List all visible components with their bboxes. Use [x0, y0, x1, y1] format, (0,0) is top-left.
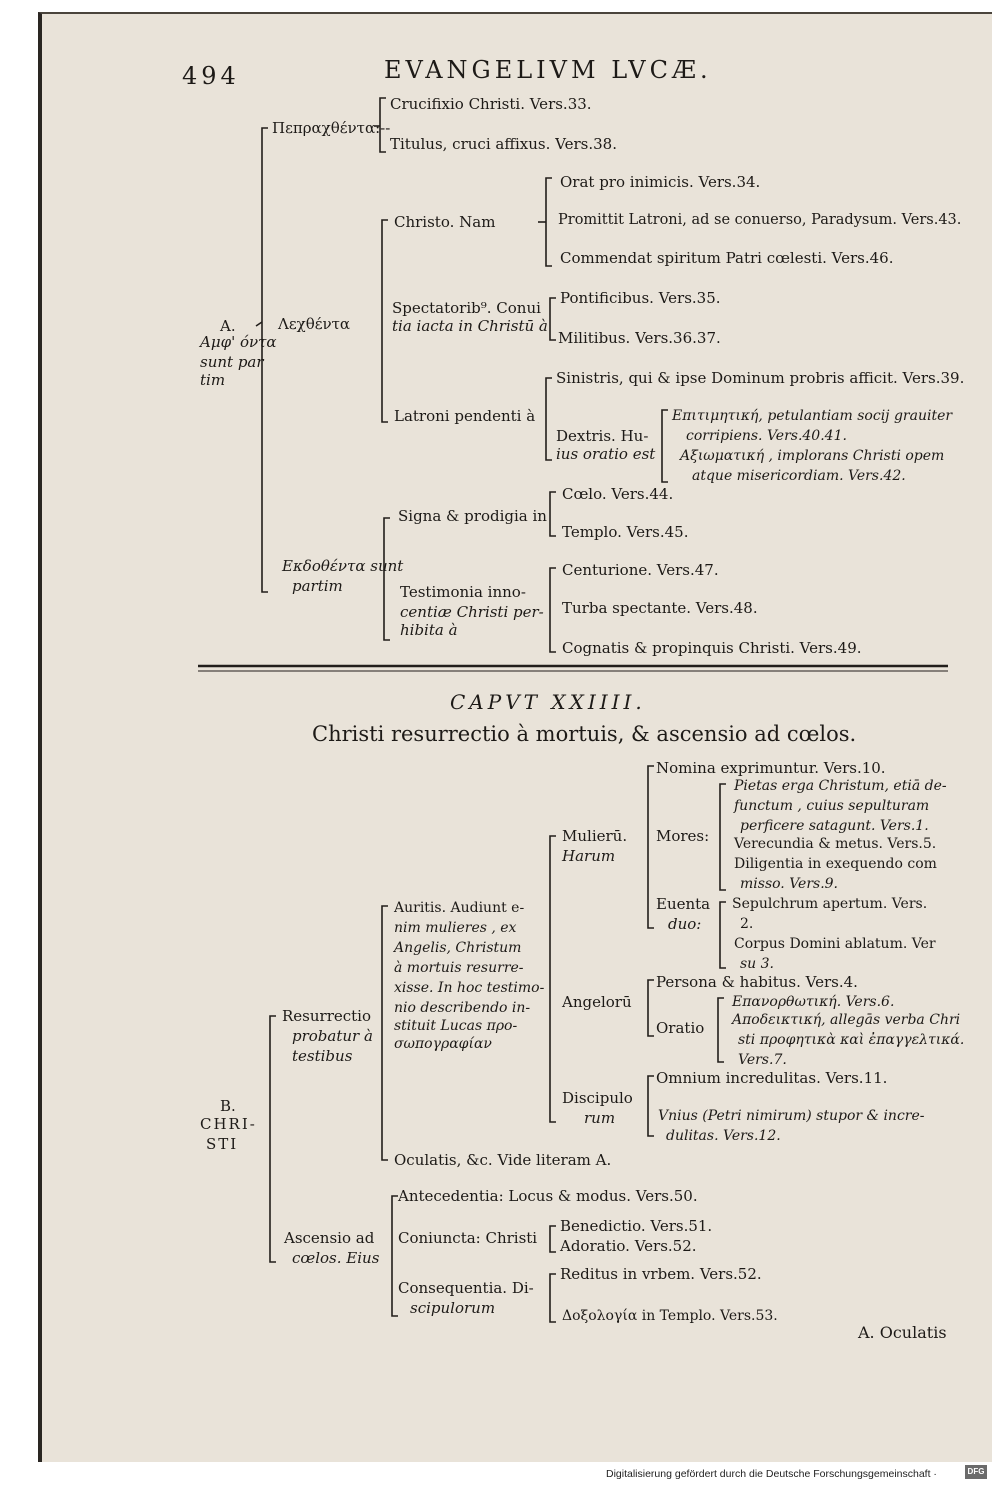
ascensio-label: cœlos. Eius [292, 1249, 380, 1267]
auritis-label: xisse. In hoc testimo- [394, 980, 545, 996]
euenta-item: 2. [740, 916, 754, 932]
coniuncta-item: Adoratio. Vers.52. [560, 1237, 697, 1255]
oratio-item: Αποδεικτική, allegās verba Chri [732, 1012, 961, 1028]
dextris-item: Επιτιμητική, petulantiam socij grauiter [672, 408, 953, 424]
mores-item: Diligentia in exequendo com [734, 856, 937, 872]
christo-item: Promittit Latroni, ad se conuerso, Parad… [558, 212, 962, 228]
coniuncta-item: Benedictio. Vers.51. [560, 1217, 713, 1235]
resurrectio-label: testibus [292, 1047, 353, 1065]
chapter-title: Christi resurrectio à mortuis, & ascensi… [312, 722, 857, 746]
peragentia-item: Crucifixio Christi. Vers.33. [390, 95, 592, 113]
footer-credit: Digitalisierung gefördert durch die Deut… [606, 1468, 937, 1480]
book-page [38, 12, 992, 1462]
dfg-logo: DFG [965, 1465, 987, 1479]
resurrectio-label: Resurrectio [282, 1007, 372, 1025]
root-a-line: sunt par [200, 353, 264, 371]
spectatores-item: Militibus. Vers.36.37. [558, 329, 721, 347]
chapter-number: CAPVT XXIIII. [450, 690, 646, 714]
root-b-line: CHRI- [200, 1115, 257, 1133]
euenta-item: Corpus Domini ablatum. Ver [734, 936, 936, 952]
nomina: Nomina exprimuntur. Vers.10. [656, 759, 886, 777]
consequentia-item: Reditus in vrbem. Vers.52. [560, 1265, 762, 1283]
catchword: A. Oculatis [858, 1323, 947, 1342]
signa-label: Signa & prodigia in [398, 507, 547, 525]
root-a-line: Αμφ' όντα [200, 333, 277, 351]
latroni-sinistris: Sinistris, qui & ipse Dominum probris af… [556, 369, 965, 387]
euenta-label: duo: [668, 915, 702, 933]
testimonia-item: Turba spectante. Vers.48. [562, 599, 758, 617]
root-b-line: B. [220, 1097, 236, 1115]
oratio-label: Oratio [656, 1019, 705, 1037]
oratio-item: sti προφητικὰ καὶ ἐπαγγελτικά. [738, 1032, 965, 1048]
auritis-label: à mortuis resurre- [394, 960, 524, 976]
consequentia-item: Δοξολογία in Templo. Vers.53. [562, 1308, 778, 1324]
testimonia-label: Testimonia inno- [400, 583, 526, 601]
mores-item: misso. Vers.9. [740, 876, 838, 892]
discipulorum-item: Vnius (Petri nimirum) stupor & incre- [658, 1108, 925, 1124]
auritis-label: nim mulieres , ex [394, 920, 517, 936]
euenta-label: Euenta [656, 895, 711, 913]
testimonia-item: Centurione. Vers.47. [562, 561, 719, 579]
latroni-label: Latroni pendenti à [394, 407, 536, 425]
angelorum-label: Angelorū [562, 993, 632, 1011]
root-a-line: tim [200, 371, 226, 389]
mores-item: functum , cuius sepulturam [734, 798, 930, 814]
mores-item: perficere satagunt. Vers.1. [740, 818, 929, 834]
dextris-label: Dextris. Hu- [556, 427, 649, 445]
antecedentia: Antecedentia: Locus & modus. Vers.50. [398, 1187, 698, 1205]
auritis-label: Angelis, Christum [394, 940, 522, 956]
root-b-line: STI [206, 1135, 239, 1153]
christo-item: Orat pro inimicis. Vers.34. [560, 173, 761, 191]
running-title: EVANGELIVM LVCÆ. [384, 56, 712, 84]
discipulorum-item: dulitas. Vers.12. [666, 1128, 781, 1144]
consequentia-label: Consequentia. Di- [398, 1279, 534, 1297]
testimonia-label: centiæ Christi per- [400, 603, 544, 621]
oratio-item: Επανορθωτική. Vers.6. [732, 994, 895, 1010]
christo-item: Commendat spiritum Patri cœlesti. Vers.4… [560, 249, 894, 267]
root-a-letter: A. [220, 317, 236, 335]
christo-label: Christo. Nam [394, 213, 496, 231]
discipulorum-item: Omnium incredulitas. Vers.11. [656, 1069, 888, 1087]
page-number: 494 [182, 62, 240, 90]
consequentia-label: scipulorum [410, 1299, 496, 1317]
mores-item: Verecundia & metus. Vers.5. [734, 836, 937, 852]
mores-label: Mores: [656, 827, 710, 845]
oculatis: Oculatis, &c. Vide literam A. [394, 1151, 612, 1169]
mulierum-label: Harum [562, 847, 616, 865]
testimonia-item: Cognatis & propinquis Christi. Vers.49. [562, 639, 862, 657]
exhibita-label: Εκδοθέντα sunt [282, 557, 404, 575]
mulierum-label: Mulierū. [562, 827, 628, 845]
dextris-item: atque misericordiam. Vers.42. [692, 468, 906, 484]
dextris-item: corripiens. Vers.40.41. [686, 428, 847, 444]
spectatores-label: tia iacta in Christū à [392, 317, 548, 335]
auritis-label: stituit Lucas προ- [394, 1018, 518, 1034]
coniuncta-label: Coniuncta: Christi [398, 1229, 538, 1247]
discipulorum-label: rum [584, 1109, 616, 1127]
angelorum-persona: Persona & habitus. Vers.4. [656, 973, 858, 991]
dextris-label: ius oratio est [556, 445, 656, 463]
auritis-label: nio describendo in- [394, 1000, 531, 1016]
peragentia-item: Titulus, cruci affixus. Vers.38. [390, 135, 617, 153]
spectatores-label: Spectatorib⁹. Conui [392, 299, 541, 317]
signa-item: Cœlo. Vers.44. [562, 485, 674, 503]
ascensio-label: Ascensio ad [284, 1229, 375, 1247]
auritis-label: σωπογραφίαν [394, 1036, 492, 1052]
oratio-item: Vers.7. [738, 1052, 787, 1068]
spectatores-item: Pontificibus. Vers.35. [560, 289, 721, 307]
testimonia-label: hibita à [400, 621, 458, 639]
euenta-item: su 3. [740, 956, 775, 972]
resurrectio-label: probatur à [292, 1027, 373, 1045]
exhibita-label: partim [292, 577, 343, 595]
discipulorum-label: Discipulo [562, 1089, 633, 1107]
signa-item: Templo. Vers.45. [562, 523, 689, 541]
dextris-item: Αξιωματική , implorans Christi opem [680, 448, 945, 464]
euenta-item: Sepulchrum apertum. Vers. [732, 896, 928, 912]
auritis-label: Auritis. Audiunt e- [394, 900, 525, 916]
dicta-label: Λεχθέντα [278, 315, 351, 333]
mores-item: Pietas erga Christum, etiā de- [734, 778, 947, 794]
peragentia-label: Πεπραχθέντα:-- [272, 119, 391, 137]
